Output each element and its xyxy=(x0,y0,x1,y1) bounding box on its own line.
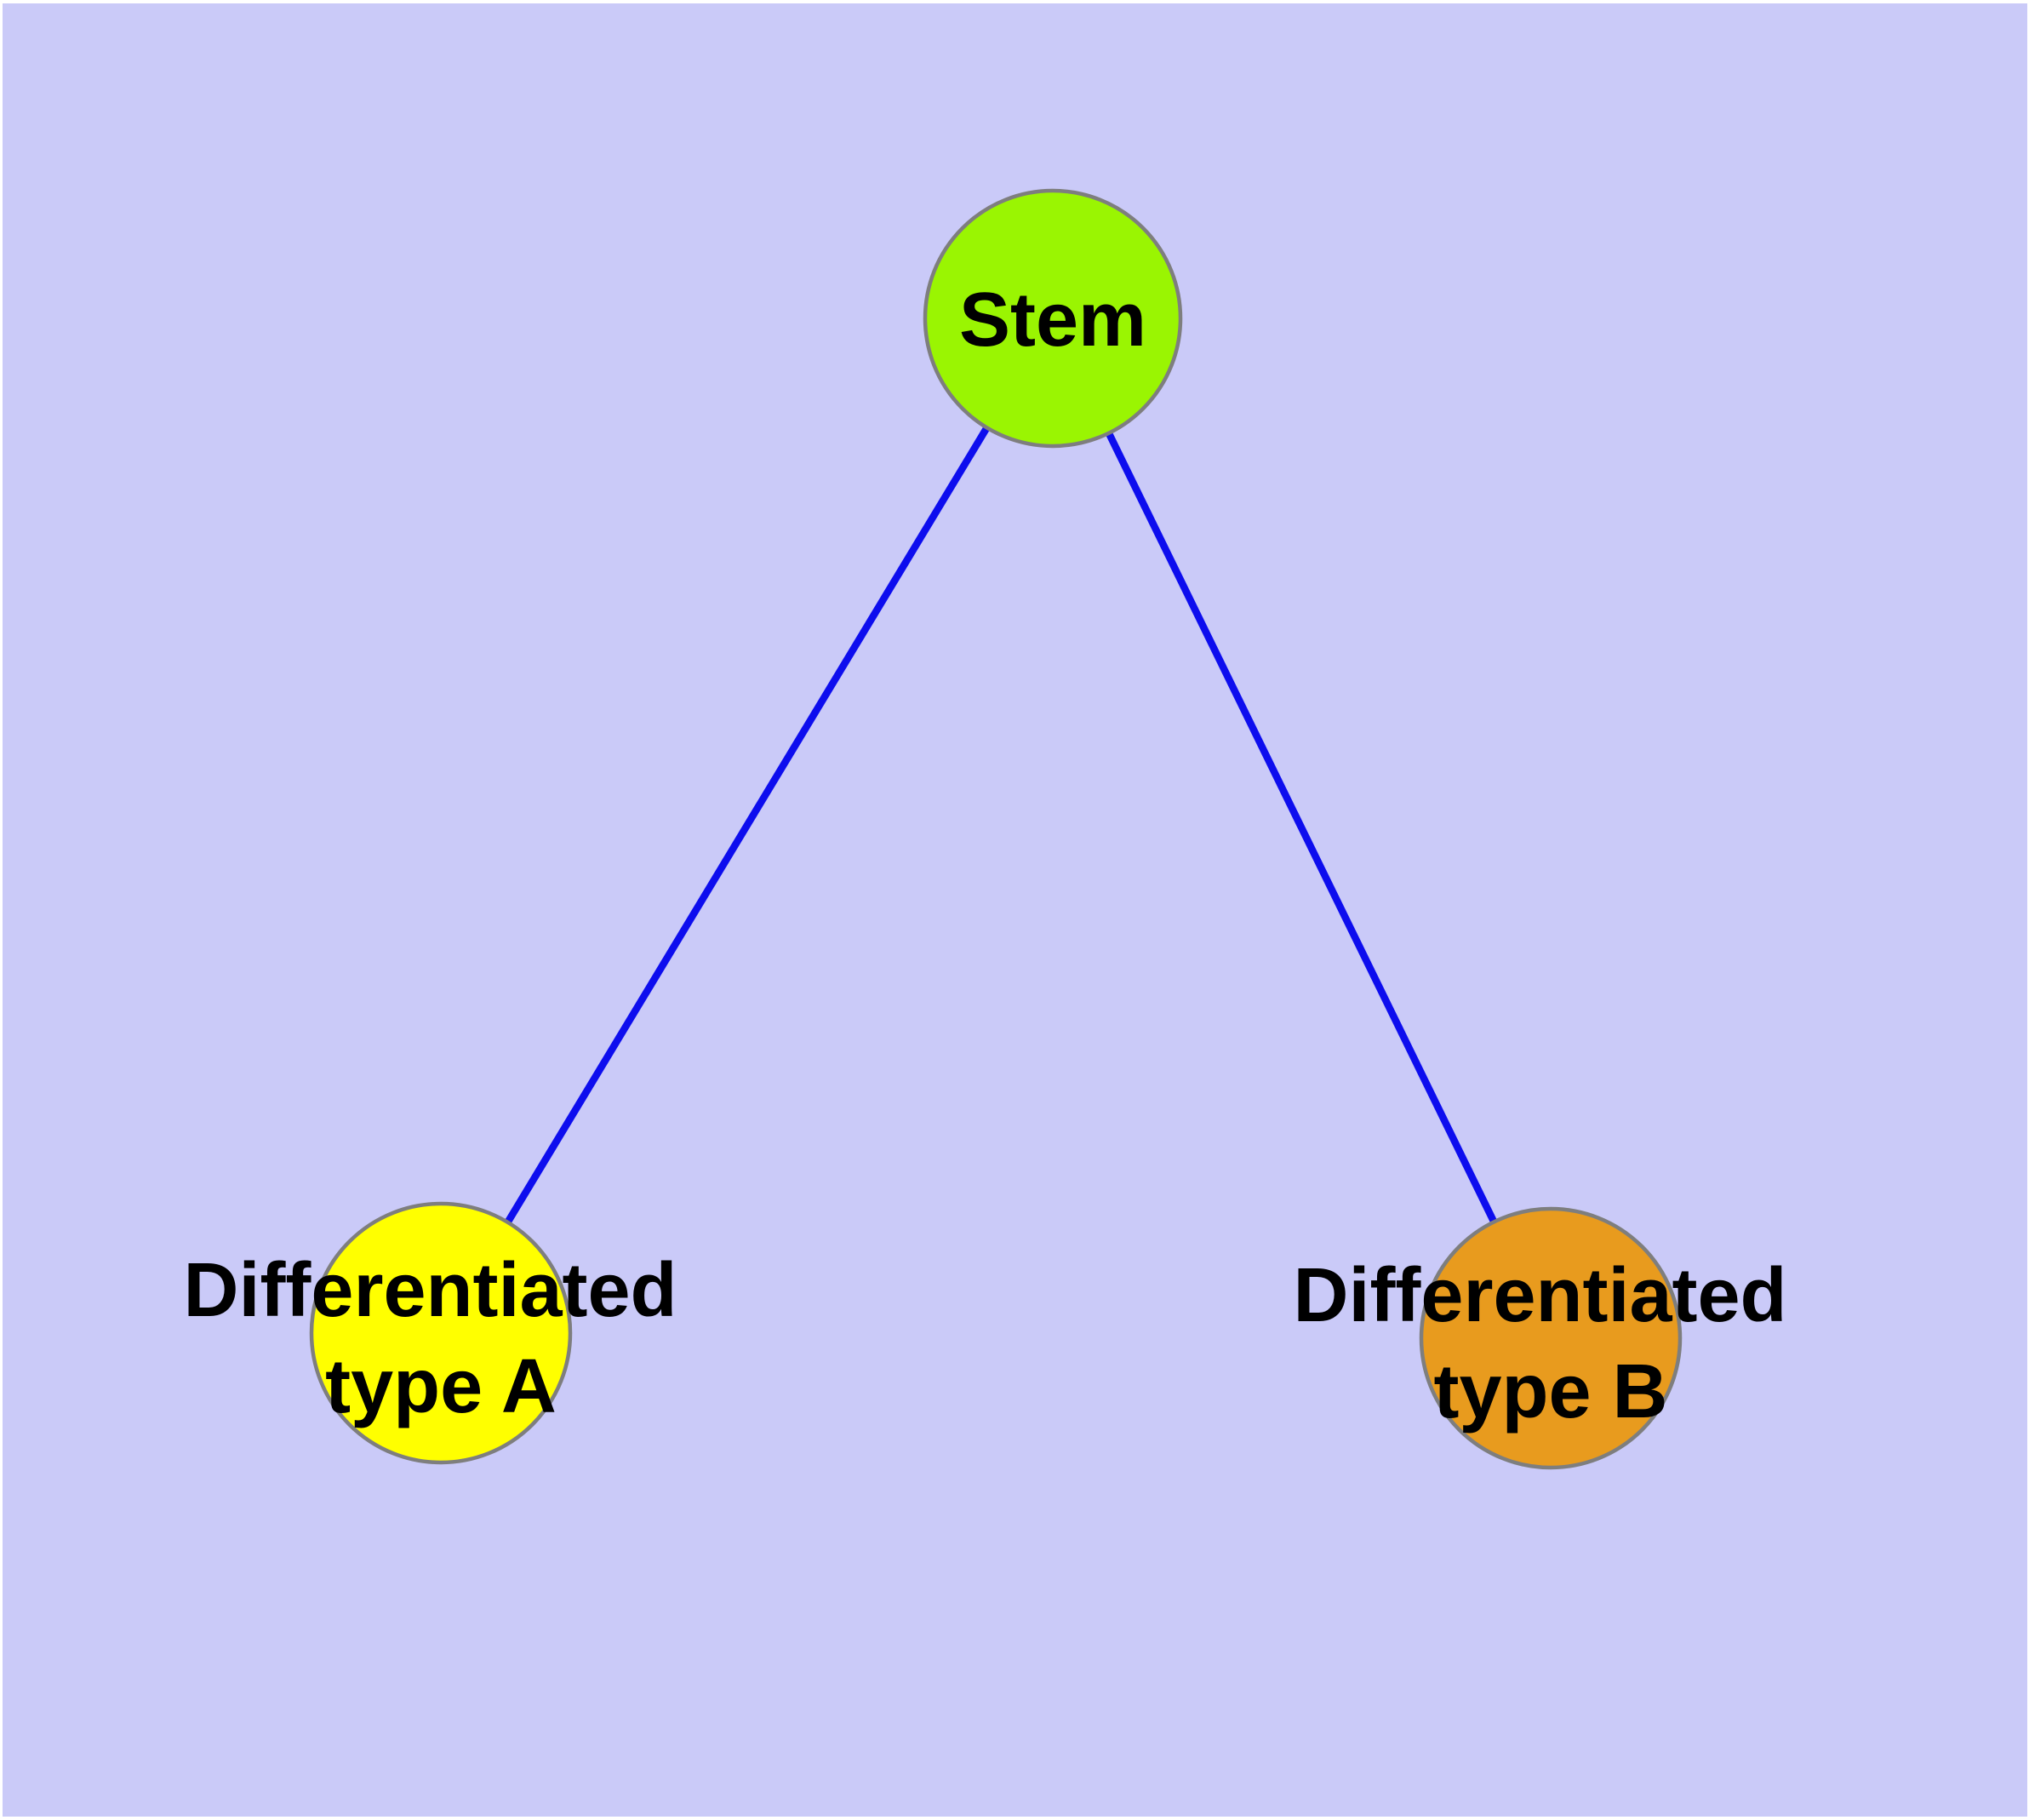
node-stem-label-line1: Stem xyxy=(959,278,1146,363)
edge-stem-to-type-a xyxy=(437,316,1056,1336)
node-type-b-label-line1: Differentiated xyxy=(1293,1253,1786,1338)
edge-stem-to-type-b xyxy=(1049,317,1554,1340)
node-type-a-label-line1: Differentiated xyxy=(183,1248,677,1333)
node-type-a-label: Differentiated type A xyxy=(183,1248,698,1429)
node-type-b-label-line2: type B xyxy=(1433,1349,1667,1434)
node-type-a-label-line2: type A xyxy=(325,1344,557,1429)
node-differentiated-type-a xyxy=(309,1201,573,1465)
node-stem-label: Stem xyxy=(959,278,1146,363)
node-type-b-label: Differentiated type B xyxy=(1293,1253,1808,1434)
node-differentiated-type-b xyxy=(1419,1206,1683,1470)
node-stem xyxy=(923,188,1183,449)
